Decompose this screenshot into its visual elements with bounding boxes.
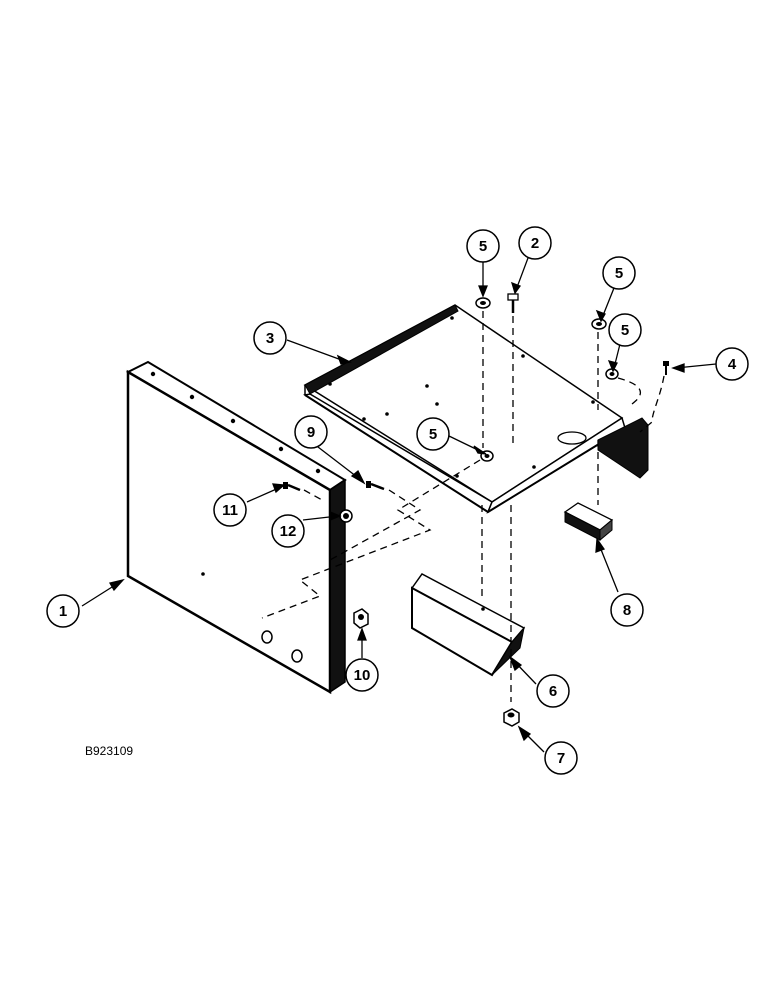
leader-lines bbox=[81, 257, 717, 753]
svg-text:12: 12 bbox=[280, 523, 297, 540]
callout-5: 5 bbox=[608, 313, 642, 347]
callout-6: 6 bbox=[536, 674, 570, 708]
callout-9: 9 bbox=[294, 415, 328, 449]
svg-text:5: 5 bbox=[621, 322, 629, 339]
callout-5: 5 bbox=[416, 417, 450, 451]
callout-5: 5 bbox=[602, 256, 636, 290]
callout-balloons: 1 2 3 4 5 5 5 5 bbox=[46, 226, 749, 775]
svg-text:4: 4 bbox=[728, 356, 737, 373]
part-side-panel bbox=[125, 360, 347, 695]
svg-text:5: 5 bbox=[615, 265, 623, 282]
callout-2: 2 bbox=[518, 226, 552, 260]
callout-10: 10 bbox=[345, 658, 379, 692]
svg-text:5: 5 bbox=[479, 238, 487, 255]
part-angle-bracket bbox=[563, 502, 614, 542]
svg-text:11: 11 bbox=[222, 502, 238, 519]
figure-code: B923109 bbox=[85, 744, 133, 758]
callout-4: 4 bbox=[715, 347, 749, 381]
svg-text:8: 8 bbox=[623, 602, 631, 619]
callout-12: 12 bbox=[271, 514, 305, 548]
svg-text:5: 5 bbox=[429, 426, 437, 443]
svg-text:2: 2 bbox=[531, 235, 539, 252]
assembly-lines bbox=[261, 311, 665, 702]
callout-8: 8 bbox=[610, 593, 644, 627]
callout-11: 11 bbox=[213, 493, 247, 527]
svg-text:1: 1 bbox=[59, 603, 67, 620]
callout-1: 1 bbox=[46, 594, 80, 628]
part-top-tray bbox=[303, 304, 649, 514]
callout-7: 7 bbox=[544, 741, 578, 775]
svg-text:6: 6 bbox=[549, 683, 557, 700]
part-lower-bracket bbox=[410, 573, 526, 677]
svg-text:9: 9 bbox=[307, 424, 315, 441]
callout-5: 5 bbox=[466, 229, 500, 263]
svg-text:10: 10 bbox=[354, 667, 371, 684]
svg-text:7: 7 bbox=[557, 750, 565, 767]
svg-text:3: 3 bbox=[266, 330, 274, 347]
callout-3: 3 bbox=[253, 321, 287, 355]
